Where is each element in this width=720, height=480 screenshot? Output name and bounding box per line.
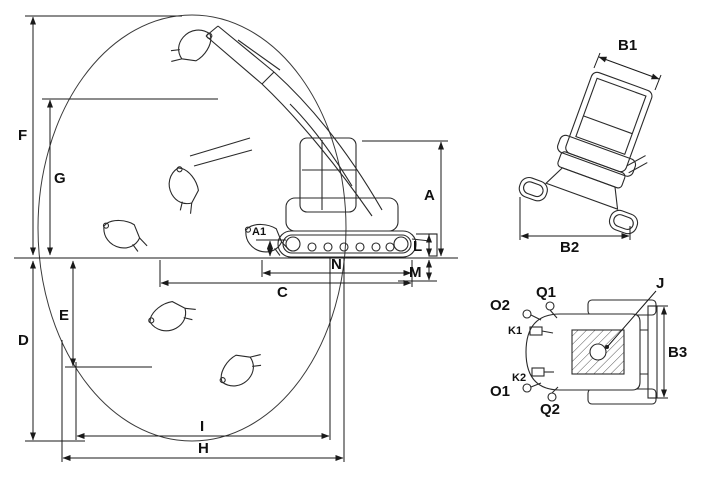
- top-view: J Q1 O2 K1 B3 K2 O1 Q2: [490, 275, 687, 418]
- side-extension-lines: [25, 15, 448, 462]
- dim-B1-group: [593, 52, 662, 91]
- label-B3: B3: [668, 344, 687, 361]
- excavator-side-art: [102, 22, 438, 394]
- rear-view: B1 B2: [518, 37, 662, 256]
- label-K1: K1: [508, 325, 522, 337]
- label-B1: B1: [618, 37, 637, 54]
- dim-B1: [598, 56, 660, 80]
- label-L: L: [413, 238, 422, 255]
- label-K2: K2: [512, 372, 526, 384]
- label-E: E: [59, 307, 69, 324]
- rear-cab: [565, 71, 653, 173]
- upper-house: [285, 197, 399, 232]
- label-O1: O1: [490, 383, 510, 400]
- label-Q2: Q2: [540, 401, 560, 418]
- dim-B2-group: [519, 197, 631, 240]
- bucket-bottom: [218, 343, 266, 394]
- swing-center: [589, 343, 607, 361]
- cab: [299, 137, 357, 213]
- label-O2: O2: [490, 297, 510, 314]
- label-D: D: [18, 332, 29, 349]
- label-J: J: [656, 275, 664, 292]
- label-C: C: [277, 284, 288, 301]
- top-track-lower: [587, 388, 657, 405]
- dozer-blade: [428, 233, 438, 257]
- side-dimensions: [30, 16, 444, 461]
- boom: [261, 83, 373, 217]
- arm: [205, 35, 263, 85]
- label-I: I: [200, 418, 204, 435]
- hydraulic-fittings: [522, 301, 559, 402]
- label-B2: B2: [560, 239, 579, 256]
- excavator-top-art: [522, 290, 658, 405]
- bucket-mid-left: [156, 164, 211, 218]
- bucket-deep: [146, 289, 200, 344]
- label-Q1: Q1: [536, 284, 556, 301]
- bucket-ground-left: [102, 215, 149, 258]
- arm-position-2: [189, 137, 251, 157]
- label-A: A: [424, 187, 435, 204]
- label-M: M: [409, 264, 422, 281]
- excavator-rear-art: [518, 71, 653, 235]
- leader-J: [607, 290, 657, 347]
- label-N: N: [331, 256, 342, 273]
- dim-B3-group: [650, 305, 668, 399]
- label-A1: A1: [252, 226, 266, 238]
- label-G: G: [54, 170, 66, 187]
- side-view: F G D E A A1 L M N C I H: [14, 14, 458, 462]
- top-blade: [647, 305, 658, 399]
- working-range-envelope: [37, 14, 347, 442]
- right-track: [608, 209, 639, 235]
- left-track: [518, 176, 548, 202]
- label-F: F: [18, 127, 27, 144]
- bucket-top: [166, 22, 214, 73]
- label-H: H: [198, 440, 209, 457]
